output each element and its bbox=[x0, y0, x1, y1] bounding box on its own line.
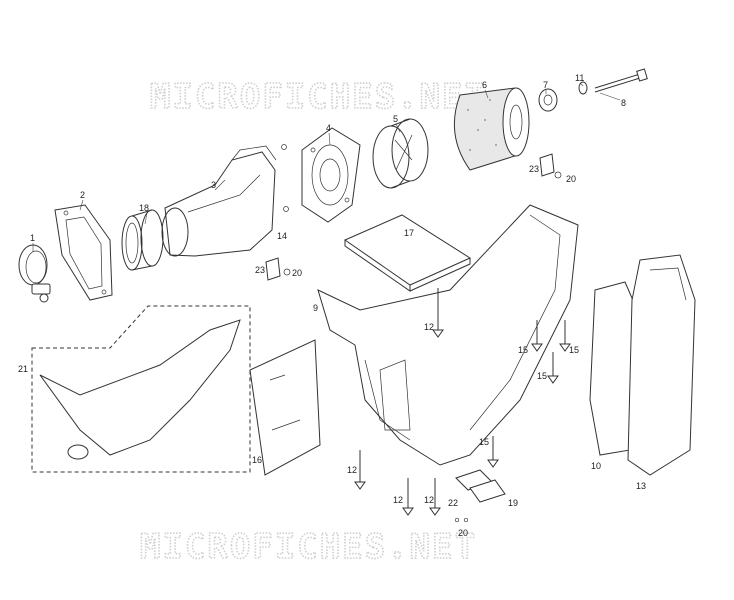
part-rubber-sleeve[interactable] bbox=[121, 209, 164, 271]
label-8: 8 bbox=[621, 98, 626, 108]
screw[interactable] bbox=[454, 517, 460, 523]
label-10: 10 bbox=[591, 461, 601, 471]
label-23a: 23 bbox=[529, 164, 539, 174]
screw[interactable] bbox=[547, 352, 559, 384]
screw[interactable] bbox=[281, 144, 287, 150]
label-6: 6 bbox=[482, 80, 487, 90]
part-labels: 1 2 3 4 5 6 7 8 9 10 11 12 12 12 12 13 1… bbox=[18, 73, 646, 538]
label-18: 18 bbox=[139, 203, 149, 213]
label-21: 21 bbox=[18, 364, 28, 374]
part-large-cover[interactable] bbox=[627, 254, 696, 476]
part-alt-housing-group[interactable] bbox=[31, 305, 251, 473]
label-16: 16 bbox=[252, 455, 262, 465]
label-9: 9 bbox=[313, 303, 318, 313]
part-foam-filter[interactable] bbox=[453, 87, 530, 171]
label-19: 19 bbox=[508, 498, 518, 508]
screw[interactable] bbox=[402, 478, 414, 516]
label-15c: 15 bbox=[479, 437, 489, 447]
screw[interactable] bbox=[531, 320, 543, 352]
label-11: 11 bbox=[575, 73, 584, 83]
watermark-top: MICROFICHES.NET bbox=[150, 77, 487, 117]
label-22: 22 bbox=[448, 498, 458, 508]
part-bracket-lower[interactable] bbox=[265, 257, 291, 281]
watermark-bottom: MICROFICHES.NET bbox=[140, 527, 477, 567]
screw[interactable] bbox=[354, 450, 366, 490]
label-12b: 12 bbox=[347, 465, 357, 475]
label-14: 14 bbox=[277, 231, 287, 241]
screw[interactable] bbox=[429, 478, 441, 516]
label-2: 2 bbox=[80, 190, 85, 200]
part-main-housing[interactable] bbox=[317, 204, 579, 466]
label-3: 3 bbox=[211, 180, 216, 190]
part-ring[interactable] bbox=[538, 88, 558, 112]
label-15a: 15 bbox=[518, 345, 528, 355]
label-12a: 12 bbox=[424, 322, 434, 332]
screw[interactable] bbox=[432, 288, 444, 338]
part-mounting-plate[interactable] bbox=[301, 127, 361, 223]
label-12d: 12 bbox=[424, 495, 434, 505]
label-15d: 15 bbox=[569, 345, 579, 355]
screws[interactable] bbox=[281, 144, 571, 523]
part-intake-duct[interactable] bbox=[161, 145, 277, 257]
part-filter-cage[interactable] bbox=[372, 118, 429, 189]
part-side-panel[interactable] bbox=[249, 339, 321, 476]
label-15b: 15 bbox=[537, 371, 547, 381]
label-20b: 20 bbox=[292, 268, 302, 278]
label-13: 13 bbox=[636, 481, 646, 491]
label-20a: 20 bbox=[566, 174, 576, 184]
part-gasket-plate[interactable] bbox=[54, 204, 113, 301]
part-bracket-upper[interactable] bbox=[539, 153, 562, 179]
label-23b: 23 bbox=[255, 265, 265, 275]
part-tray[interactable] bbox=[343, 214, 472, 292]
label-7: 7 bbox=[543, 80, 548, 90]
label-4: 4 bbox=[326, 123, 331, 133]
part-small-gaskets[interactable] bbox=[455, 469, 506, 503]
screw[interactable] bbox=[463, 517, 469, 523]
screw[interactable] bbox=[487, 436, 499, 468]
label-20c: 20 bbox=[458, 528, 468, 538]
screw[interactable] bbox=[283, 206, 289, 212]
label-1: 1 bbox=[30, 233, 35, 243]
part-hose-clamp[interactable] bbox=[18, 244, 51, 303]
part-washer[interactable] bbox=[578, 81, 588, 95]
leader-lines bbox=[32, 82, 621, 252]
part-long-bolt[interactable] bbox=[594, 68, 648, 93]
part-cover-plate[interactable] bbox=[589, 281, 636, 456]
label-12c: 12 bbox=[393, 495, 403, 505]
label-5: 5 bbox=[393, 114, 398, 124]
label-17: 17 bbox=[404, 228, 414, 238]
screw[interactable] bbox=[559, 320, 571, 352]
